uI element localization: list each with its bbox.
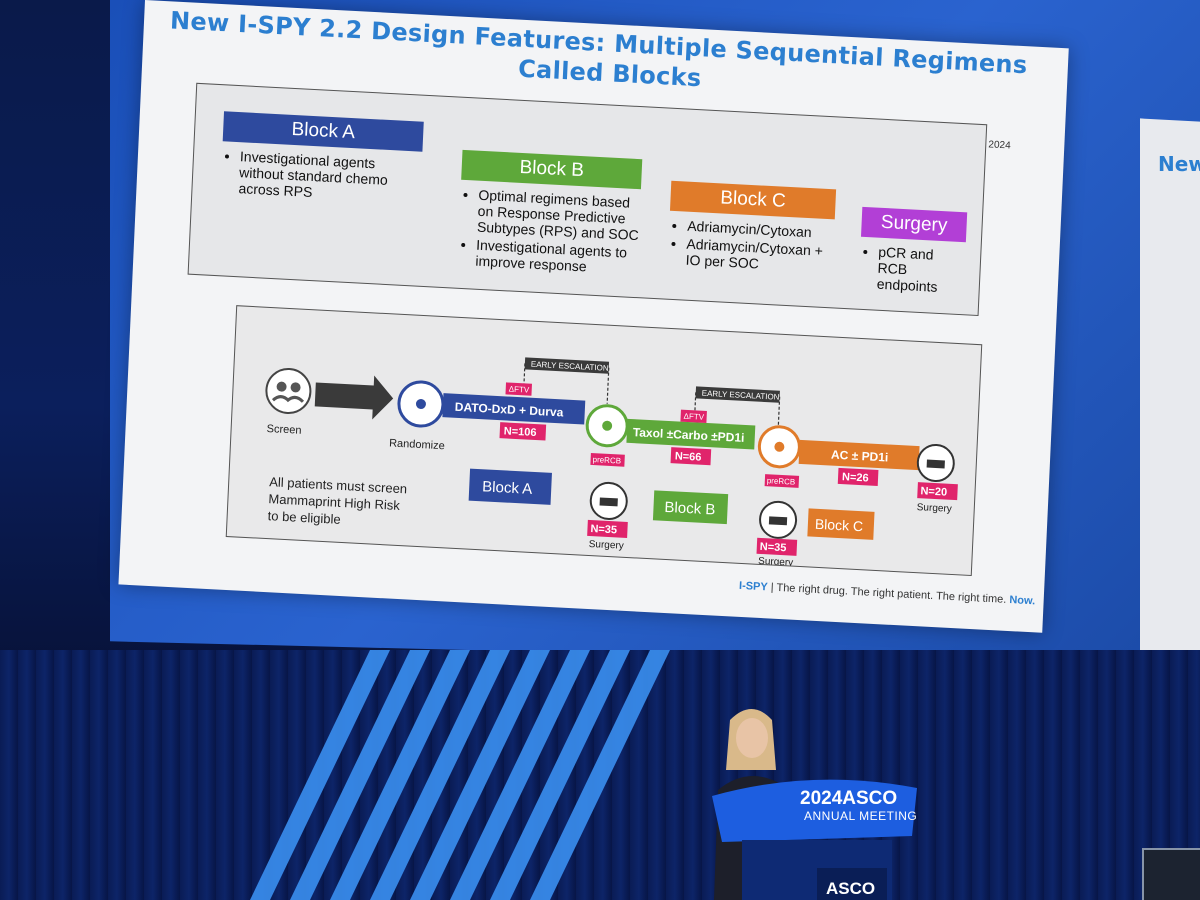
arm-c-n: N=26 [842, 471, 869, 484]
surgery-c-label: Surgery [917, 502, 952, 515]
surgery-b-label: Surgery [758, 556, 793, 569]
podium-logo-panel [817, 868, 887, 900]
stage-monitor [1142, 848, 1200, 900]
block-b-header: Block B [461, 149, 643, 190]
podium-asco-logo: ASCO [826, 879, 876, 898]
block-a-header: Block A [222, 111, 424, 152]
podium-subtitle: ANNUAL MEETING [804, 809, 918, 823]
blocks-panel: Block A Investigational agents without s… [187, 82, 988, 317]
block-c-bullets: Adriamycin/Cytoxan Adriamycin/Cytoxan + … [671, 217, 834, 275]
speaker-face [736, 718, 768, 758]
dftv-a-badge [505, 382, 532, 396]
footer-now: Now. [1009, 594, 1036, 608]
people-shoulders-icon [271, 395, 305, 403]
surgery-bullet: pCR and RCB endpoints [877, 244, 966, 297]
screen-label: Screen [266, 423, 301, 437]
arm-b-regimen: Taxol ±Carbo ±PD1i [633, 425, 745, 445]
arm-a-bar [442, 393, 586, 425]
block-a-bullets: Investigational agents without standard … [224, 147, 422, 205]
arm-c-bar [798, 439, 920, 471]
presentation-slide: New I-SPY 2.2 Design Features: Multiple … [118, 0, 1069, 633]
surgery-b-n-badge [756, 537, 798, 556]
secondary-screen-title: New [1158, 152, 1200, 176]
person-icon [290, 382, 301, 393]
arm-a-regimen: DATO-DxD + Durva [455, 400, 564, 420]
prercb-b-badge [764, 474, 800, 488]
block-b-tag-text: Block B [664, 499, 716, 519]
surgery-c-n: N=20 [920, 485, 947, 498]
block-a-tag-text: Block A [482, 478, 533, 498]
eligibility-note-line3: to be eligible [267, 508, 341, 527]
block-b-bullets: Optimal regimens based on Response Predi… [461, 186, 640, 277]
arm-b-n: N=66 [675, 450, 702, 463]
secondary-screen [1140, 118, 1200, 667]
stage-light-stripes [250, 650, 670, 900]
surgery-c-n-badge [917, 482, 958, 501]
screen-people-icon [265, 368, 312, 415]
block-c-bullet: Adriamycin/Cytoxan + IO per SOC [685, 236, 833, 276]
block-c-tag-text: Block C [815, 516, 864, 535]
podium-title: 2024ASCO [800, 788, 898, 809]
arm-a-n-badge [499, 422, 547, 441]
surgery-card: Surgery pCR and RCB endpoints [858, 206, 968, 298]
screen-to-randomize-arrow [314, 375, 394, 420]
eligibility-note-line2: Mammaprint High Risk [268, 491, 400, 513]
eligibility-note-line1: All patients must screen [269, 474, 408, 496]
early-escalation-a-text: EARLY ESCALATION [531, 360, 609, 373]
early-escalation-b-bracket [694, 392, 781, 429]
block-c-tag [807, 508, 875, 540]
podium-top [712, 779, 917, 842]
surgical-mask-icon [926, 459, 945, 469]
block-c-card: Block C Adriamycin/Cytoxan Adriamycin/Cy… [667, 180, 837, 278]
person-icon [276, 381, 287, 392]
surgical-mask-icon [599, 497, 618, 507]
randomize-label: Randomize [389, 437, 445, 452]
early-escalation-a-bracket [523, 363, 610, 404]
slide-footer: I-SPY | The right drug. The right patien… [739, 580, 1036, 608]
prercb-a-badge [590, 452, 625, 467]
surgery-a-n: N=35 [590, 523, 617, 536]
dftv-b-badge [680, 409, 707, 423]
block-b-bullet: Optimal regimens based on Response Predi… [477, 187, 641, 243]
podium [712, 779, 917, 900]
arm-a-n: N=106 [504, 425, 537, 439]
node-hub-icon [602, 420, 613, 431]
node-hub-icon [774, 441, 785, 452]
arm-c-n-badge [837, 467, 879, 487]
block-a-card: Block A Investigational agents without s… [220, 111, 424, 207]
block-b-bullet: Investigational agents to improve respon… [475, 237, 638, 277]
surgery-a-label: Surgery [589, 539, 624, 552]
surgery-b-n: N=35 [760, 541, 787, 554]
trial-flow-diagram: Screen Randomize DATO-DxD + Durva N=106 … [265, 357, 958, 569]
prercb-b-text: preRCB [767, 476, 796, 486]
block-b-tag [652, 490, 729, 525]
arm-c-regimen: AC ± PD1i [831, 448, 889, 465]
dftv-a-text: ΔFTV [509, 385, 530, 395]
arm-b-bar [626, 418, 756, 450]
block-a-bullet: Investigational agents without standard … [238, 148, 422, 205]
footer-brand: I-SPY [738, 579, 769, 594]
trial-flow-panel: Screen Randomize DATO-DxD + Durva N=106 … [225, 305, 983, 577]
surgery-bullets: pCR and RCB endpoints [863, 243, 966, 296]
surgical-mask-icon [768, 516, 788, 526]
early-escalation-b-label [695, 386, 780, 403]
footer-tagline: The right drug. The right patient. The r… [776, 581, 1007, 606]
arm-b-n-badge [670, 447, 712, 466]
node-hub-icon [415, 398, 426, 409]
block-a-tag [468, 468, 552, 505]
dftv-b-text: ΔFTV [683, 412, 704, 422]
block-c-header: Block C [669, 180, 837, 220]
prercb-a-text: preRCB [592, 455, 621, 465]
block-b-card: Block B Optimal regimens based on Respon… [457, 149, 643, 279]
early-escalation-b-text: EARLY ESCALATION [702, 389, 780, 402]
surgery-a-n-badge [587, 519, 628, 538]
surgery-header: Surgery [860, 206, 968, 243]
early-escalation-a-label [524, 357, 610, 374]
